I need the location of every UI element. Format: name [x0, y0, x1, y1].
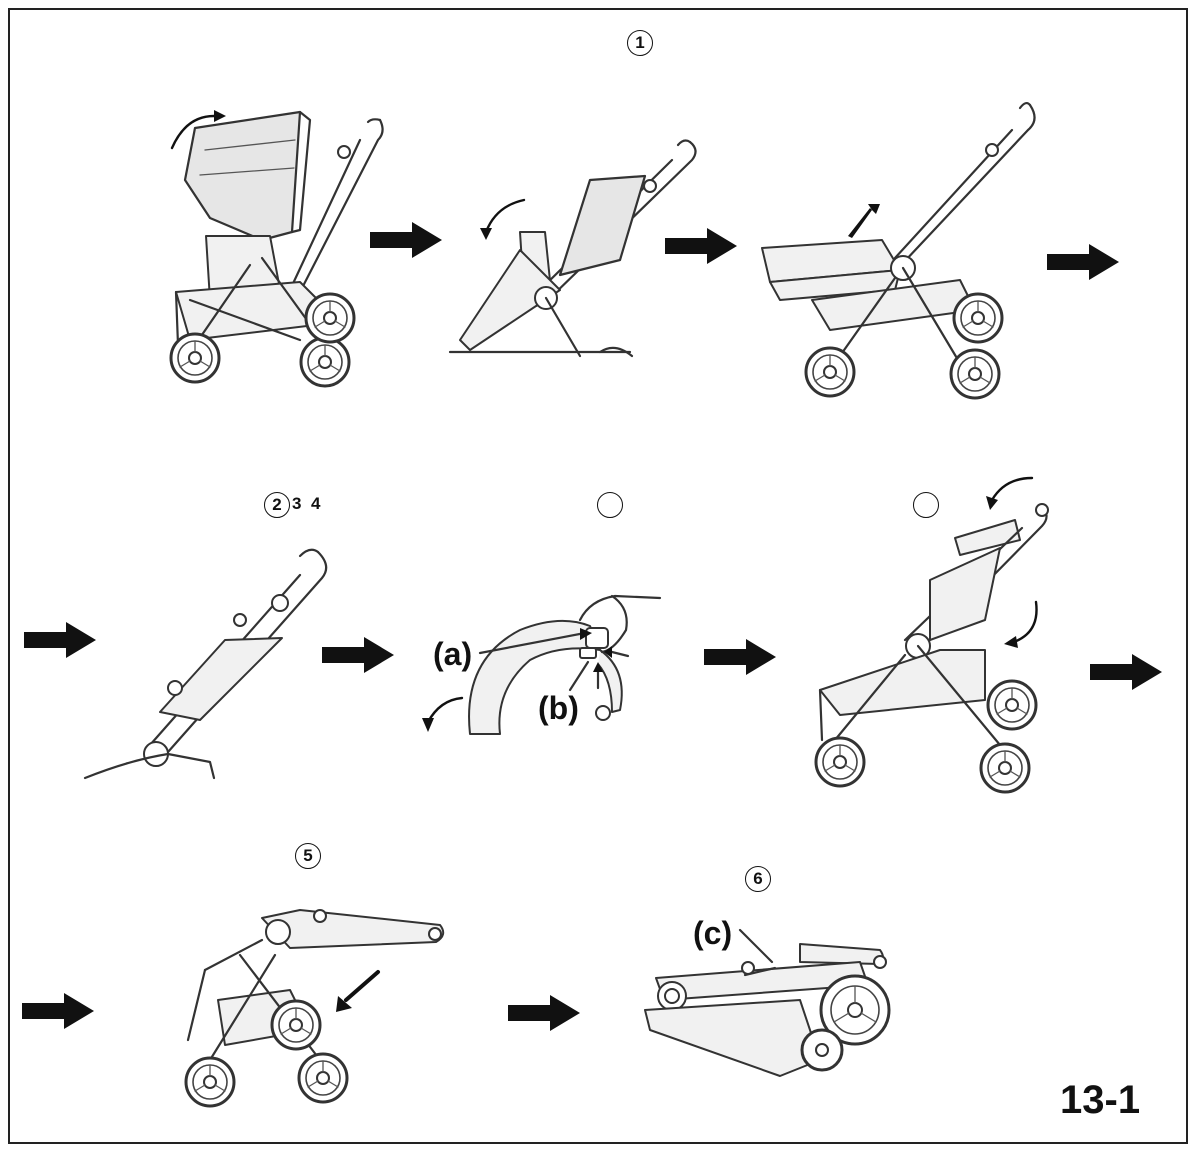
stroller-canopy-folded-drawing	[448, 139, 697, 358]
callout-c-label: (c)	[693, 915, 733, 951]
process-arrow-7	[1090, 654, 1162, 690]
stroller-handle-folded-drawing	[184, 909, 445, 1108]
process-arrow-5	[322, 637, 394, 673]
handle-release-drawing	[422, 594, 662, 735]
stroller-frame-tilted-drawing	[83, 548, 328, 780]
callout-a-label: (a)	[433, 636, 473, 672]
step-1-marker: 1	[627, 30, 653, 56]
process-arrow-9	[508, 995, 580, 1031]
stroller-frame-folding-drawing	[814, 476, 1049, 794]
stroller-canopy-open-drawing	[169, 110, 384, 388]
process-arrow-1	[370, 222, 442, 258]
process-arrow-8	[22, 993, 94, 1029]
step-marker-blank-2	[913, 492, 939, 518]
callout-b-label: (b)	[538, 690, 579, 726]
process-arrow-6	[704, 639, 776, 675]
process-arrow-2	[665, 228, 737, 264]
step-6-marker: 6	[745, 866, 771, 892]
stroller-seat-removed-drawing	[761, 101, 1036, 400]
process-arrow-4	[24, 622, 96, 658]
step-3-label: 3	[292, 494, 302, 513]
stroller-fully-folded-drawing	[644, 928, 891, 1077]
page-number: 13-1	[1060, 1078, 1141, 1122]
process-arrow-3	[1047, 244, 1119, 280]
step-marker-blank-1	[597, 492, 623, 518]
step-5-marker: 5	[295, 843, 321, 869]
page-frame	[8, 8, 1188, 1144]
step-4-label: 4	[311, 494, 321, 513]
step-2-marker: 2	[264, 492, 290, 518]
